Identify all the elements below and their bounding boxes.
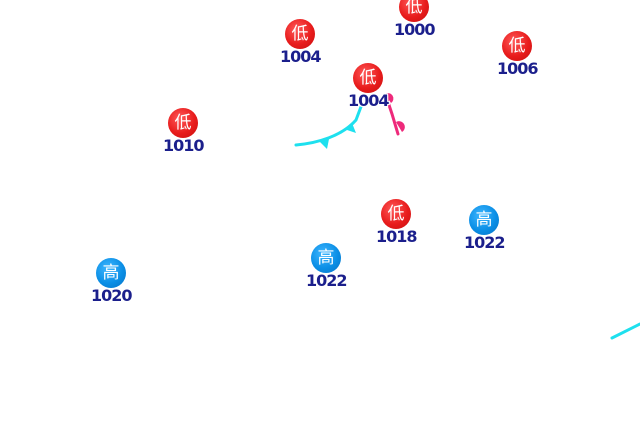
- low-pressure-symbol: 低: [381, 199, 411, 229]
- pressure-value: 1006: [497, 59, 539, 78]
- high-pressure-symbol: 高: [469, 205, 499, 235]
- pressure-value: 1022: [306, 271, 348, 290]
- warm-front-semicircle: [396, 121, 405, 132]
- low-pressure-symbol: 低: [399, 0, 429, 22]
- cold-front: [294, 102, 364, 149]
- cold-front-triangle: [319, 139, 329, 149]
- pressure-value: 1004: [348, 91, 390, 110]
- pressure-value: 1000: [394, 20, 436, 39]
- pressure-value: 1022: [464, 233, 506, 252]
- pressure-value: 1010: [163, 136, 205, 155]
- low-pressure-symbol: 低: [353, 63, 383, 93]
- high-pressure-symbol: 高: [96, 258, 126, 288]
- warm-front-semicircle: [385, 93, 394, 103]
- cold-front-triangle: [344, 123, 356, 133]
- cold-front-line: [610, 322, 640, 340]
- cold-front: [610, 322, 640, 340]
- pressure-value: 1020: [91, 286, 133, 305]
- pressure-value: 1018: [376, 227, 418, 246]
- pressure-value: 1004: [280, 47, 322, 66]
- warm-front-line: [384, 94, 400, 136]
- high-pressure-symbol: 高: [311, 243, 341, 273]
- low-pressure-symbol: 低: [285, 19, 315, 49]
- low-pressure-symbol: 低: [502, 31, 532, 61]
- low-pressure-symbol: 低: [168, 108, 198, 138]
- warm-front: [384, 93, 405, 136]
- cold-front-line: [294, 102, 364, 147]
